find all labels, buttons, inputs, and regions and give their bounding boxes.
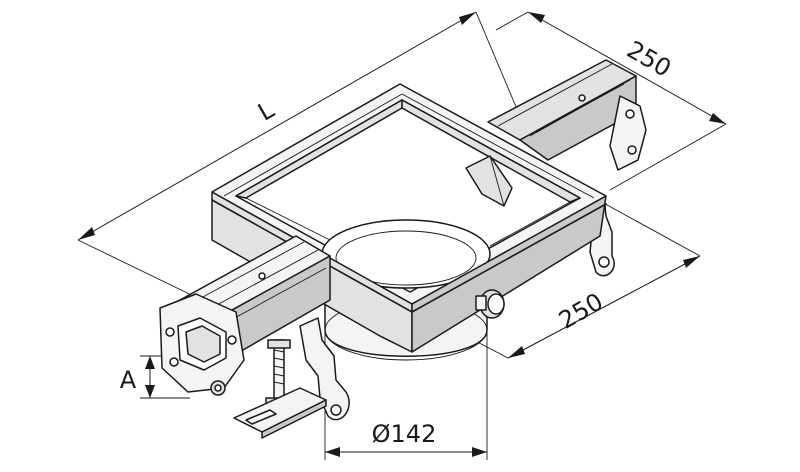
outlet-diameter-label: Ø142 (372, 420, 437, 448)
hinge-tab-left (299, 317, 350, 421)
rail-right (487, 59, 647, 171)
rail-left (159, 235, 331, 396)
height-adjust-label: A (120, 366, 137, 394)
width-side-label: 250 (554, 287, 608, 334)
length-label: L (253, 95, 279, 126)
dimension-length: L (77, 11, 531, 306)
dimension-outlet-diameter: Ø142 (324, 330, 488, 460)
side-knob (475, 289, 505, 319)
drain-body (211, 83, 607, 353)
dimension-height-adjust: A (120, 355, 190, 399)
levelling-foot (233, 339, 327, 439)
